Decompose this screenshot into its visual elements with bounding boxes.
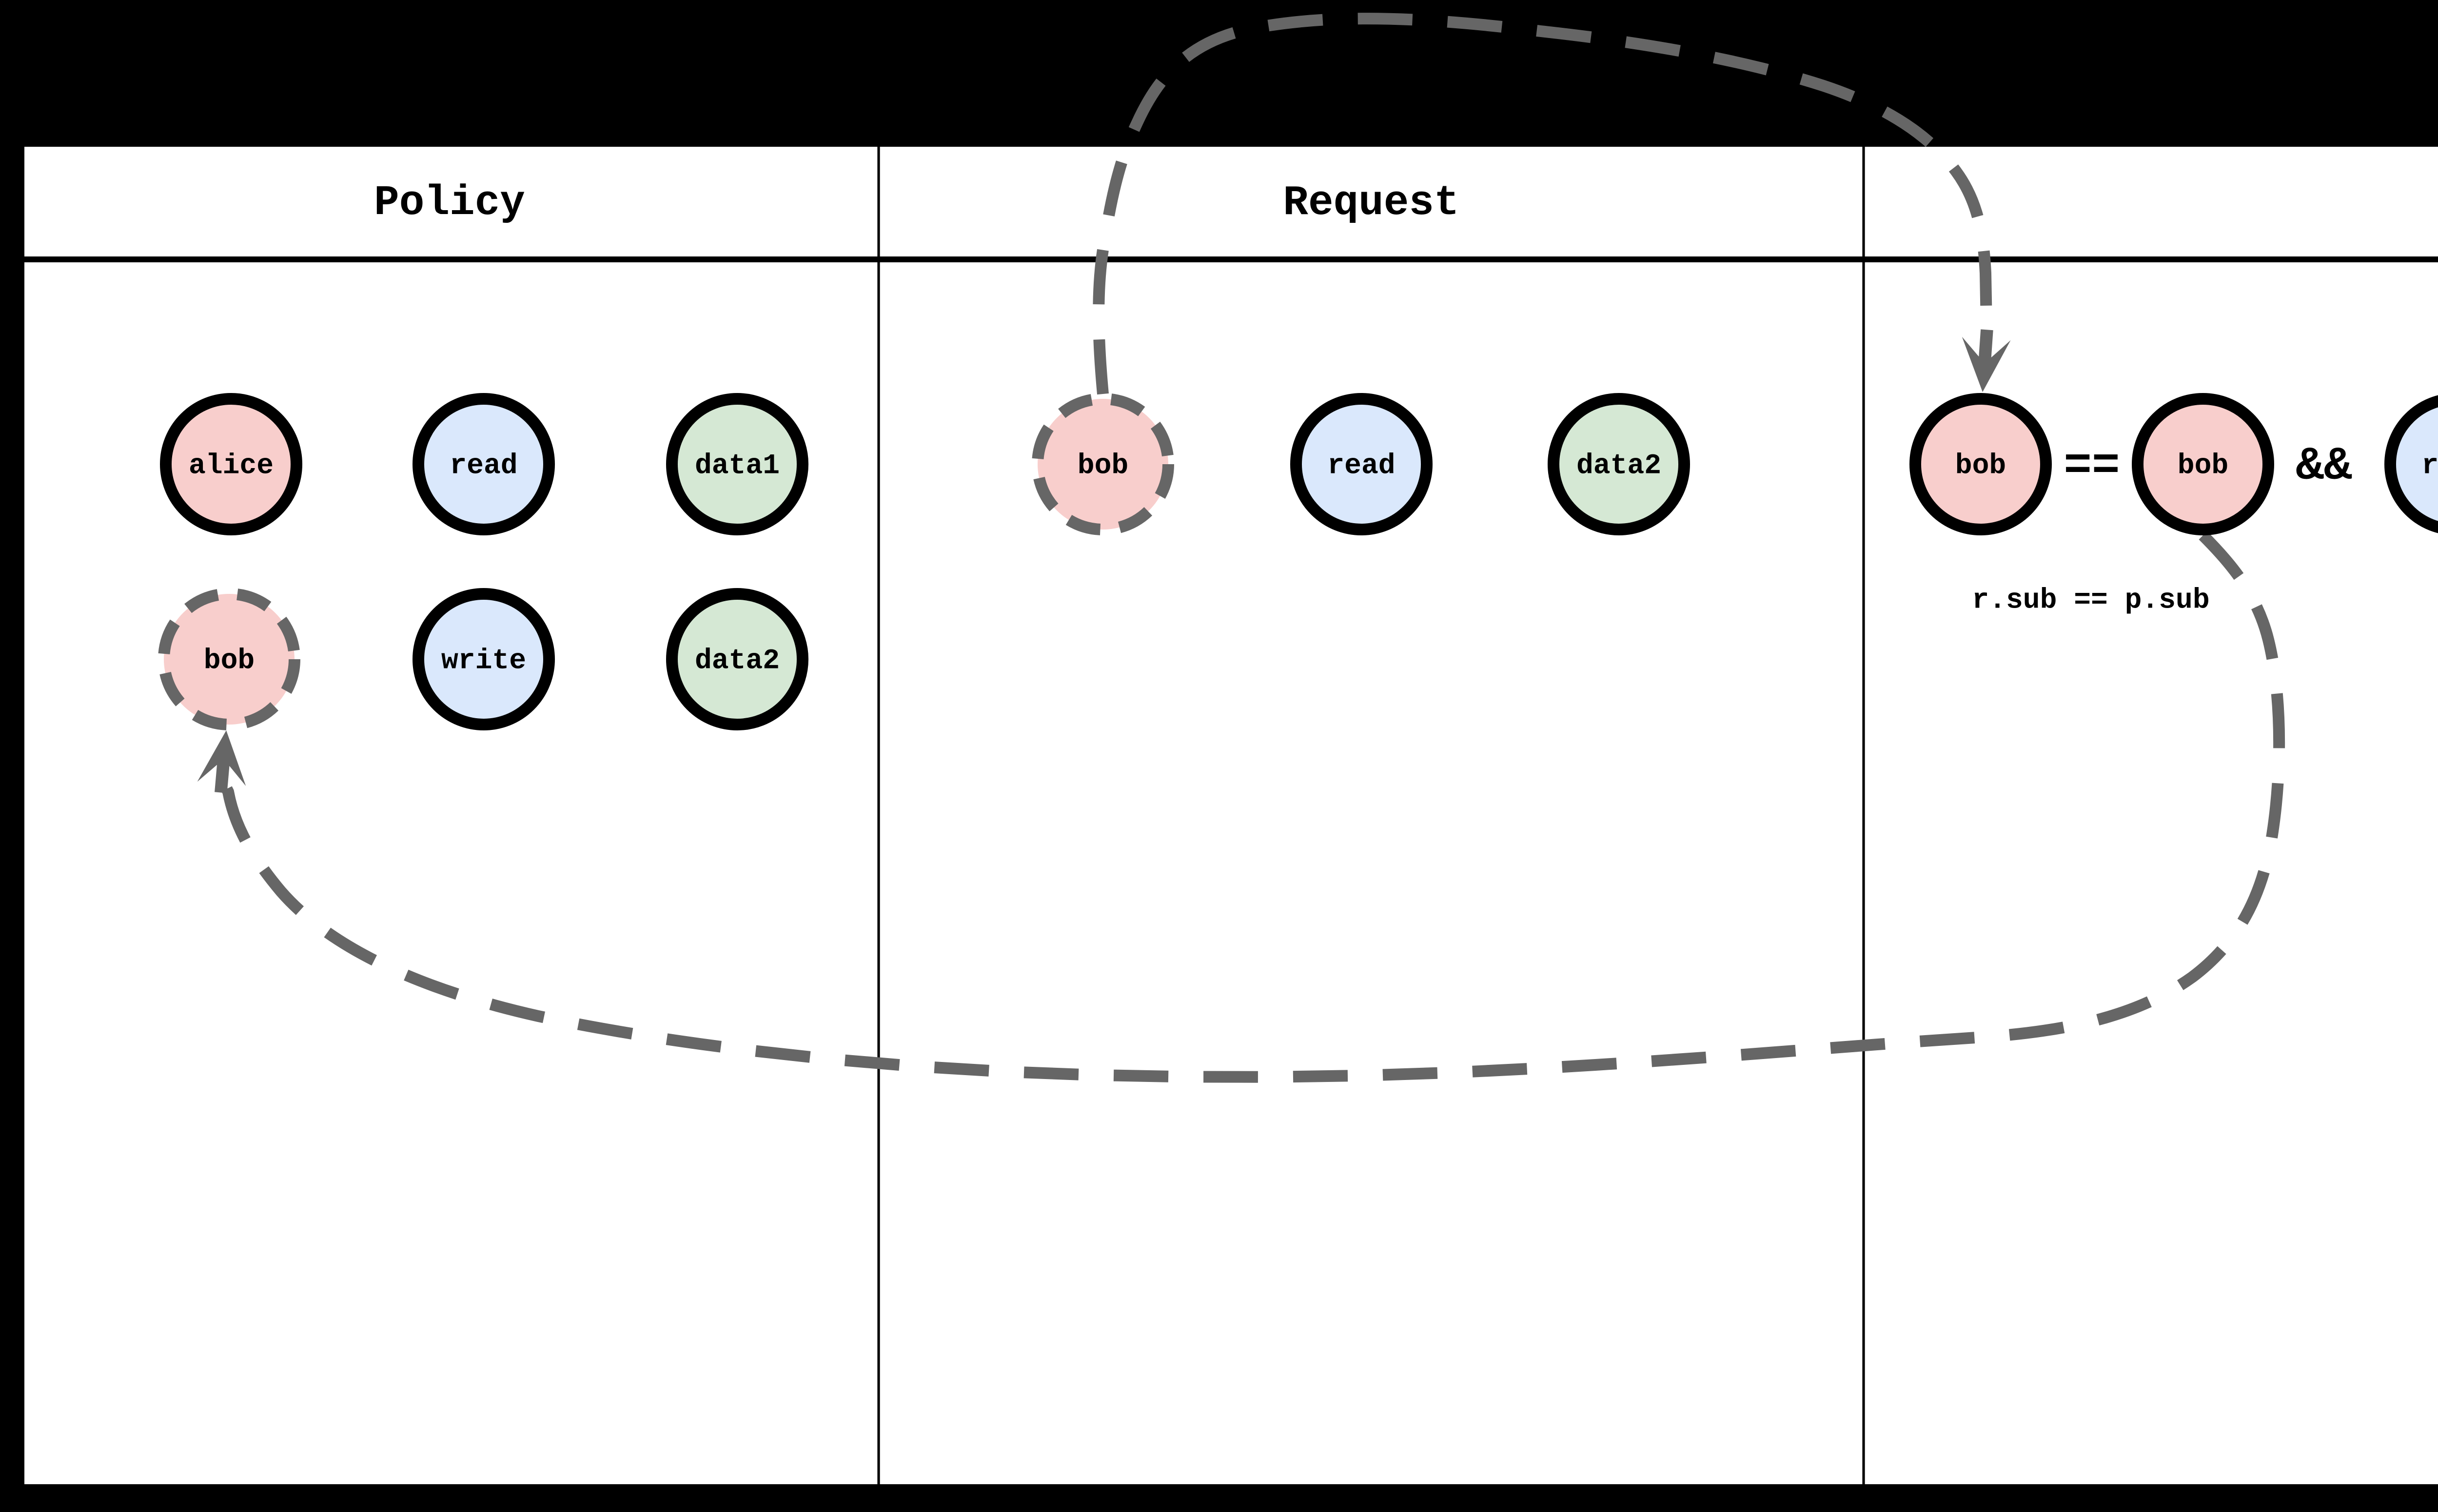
node-policy-object-data1: data1 (666, 393, 808, 535)
node-label: read (1327, 451, 1395, 482)
node-label: alice (189, 451, 274, 482)
request-to-matching-connector (1093, 13, 1992, 395)
node-label: data2 (695, 646, 780, 677)
node-label: write (441, 646, 526, 677)
node-matching-policy-subject: bob (2132, 393, 2274, 535)
node-label: read (2421, 451, 2438, 482)
node-label: bob (1955, 451, 2006, 482)
node-label: data2 (1576, 451, 1661, 482)
node-policy-action-read: read (413, 393, 555, 535)
matching-to-policy-connector (218, 531, 2285, 1083)
policy-header: Policy (374, 179, 525, 227)
node-label: read (450, 451, 517, 482)
node-policy-object-data2: data2 (666, 588, 808, 730)
node-label: bob (1078, 451, 1128, 482)
arrow-down-icon (1962, 329, 2011, 392)
node-label: data1 (695, 451, 780, 482)
node-request-object-data2: data2 (1548, 393, 1690, 535)
node-request-subject-bob-highlighted: bob (1032, 393, 1174, 535)
node-policy-subject-alice: alice (160, 393, 302, 535)
rule-sub-label: r.sub == p.sub (1972, 585, 2209, 617)
node-policy-action-write: write (413, 588, 555, 730)
table (19, 141, 2438, 1490)
node-label: bob (2178, 451, 2228, 482)
equals-operator-sub: == (2064, 440, 2120, 493)
node-matching-request-action: read (2384, 395, 2438, 533)
node-policy-subject-bob-highlighted: bob (158, 588, 300, 730)
node-request-action-read: read (1290, 393, 1433, 535)
request-header: Request (1283, 179, 1459, 227)
node-matching-request-subject: bob (1909, 393, 2052, 535)
node-label: bob (204, 646, 255, 677)
and-operator-1: && (2296, 440, 2352, 493)
arrow-up-icon (197, 730, 246, 793)
